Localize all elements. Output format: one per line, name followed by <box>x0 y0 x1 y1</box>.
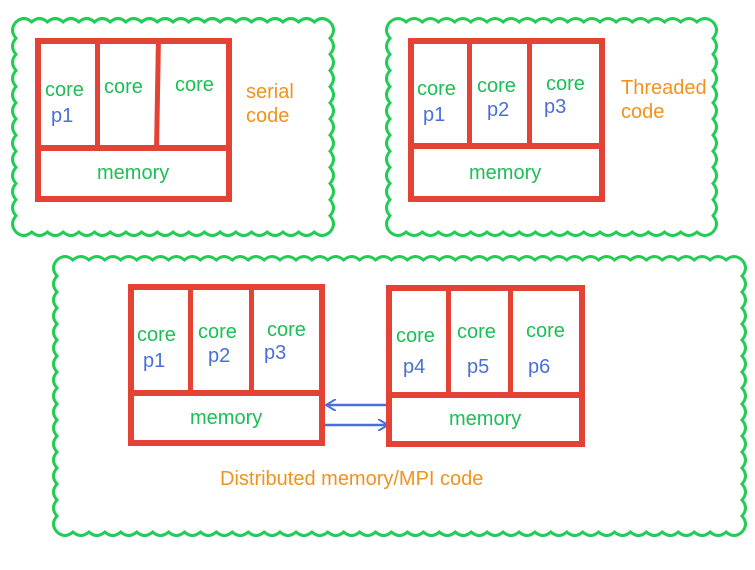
distributed-caption: Distributed memory/MPI code <box>220 468 484 490</box>
node-a-memory-divider <box>128 390 325 396</box>
threaded-memory-label: memory <box>469 162 542 184</box>
serial-core-1-proc: p1 <box>51 105 74 127</box>
node-a-core-1-label: core <box>137 324 176 346</box>
serial-caption-line1: serial <box>246 81 294 103</box>
node-a-core-3-label: core <box>267 319 306 341</box>
serial-memory-label: memory <box>97 162 170 184</box>
node-b-core-2-label: core <box>457 321 496 343</box>
node-a-divider-1 <box>188 284 193 396</box>
node-b-core-1-proc: p4 <box>403 356 426 378</box>
serial-core-3-label: core <box>175 74 214 96</box>
node-a-core-1-proc: p1 <box>143 350 166 372</box>
node-a-core-2-proc: p2 <box>208 345 231 367</box>
node-b-core-1-label: core <box>396 325 435 347</box>
threaded-core-1-label: core <box>417 78 456 100</box>
serial-divider-1 <box>95 38 100 150</box>
distributed-cloud-border <box>52 255 747 537</box>
node-a-divider-2 <box>249 284 254 396</box>
serial-caption-line2: code <box>246 105 290 127</box>
distributed-node-b <box>386 285 585 447</box>
serial-core-1-label: core <box>45 79 84 101</box>
serial-core-2-label: core <box>104 76 143 98</box>
serial-node <box>35 38 232 202</box>
threaded-core-3-label: core <box>546 73 585 95</box>
threaded-cloud-border <box>385 17 718 237</box>
threaded-caption-line1: Threaded <box>621 77 707 99</box>
node-b-memory-label: memory <box>449 408 522 430</box>
node-b-core-3-proc: p6 <box>528 356 551 378</box>
threaded-core-1-proc: p1 <box>423 104 446 126</box>
threaded-caption-line2: code <box>621 101 665 123</box>
threaded-divider-1 <box>467 38 472 148</box>
node-b-divider-2 <box>508 285 513 397</box>
threaded-node <box>408 38 605 202</box>
threaded-core-2-label: core <box>477 75 516 97</box>
distributed-node-a <box>128 284 325 446</box>
node-a-core-2-label: core <box>198 321 237 343</box>
threaded-divider-2 <box>527 38 532 148</box>
serial-cloud-border <box>11 17 335 237</box>
node-b-divider-1 <box>446 285 451 397</box>
node-b-core-3-label: core <box>526 320 565 342</box>
threaded-core-3-proc: p3 <box>544 96 567 118</box>
node-b-core-2-proc: p5 <box>467 356 490 378</box>
node-a-memory-label: memory <box>190 407 263 429</box>
threaded-core-2-proc: p2 <box>487 99 510 121</box>
node-b-memory-divider <box>386 392 585 398</box>
threaded-memory-divider <box>408 143 605 149</box>
serial-memory-divider <box>35 145 232 151</box>
node-a-core-3-proc: p3 <box>264 342 287 364</box>
